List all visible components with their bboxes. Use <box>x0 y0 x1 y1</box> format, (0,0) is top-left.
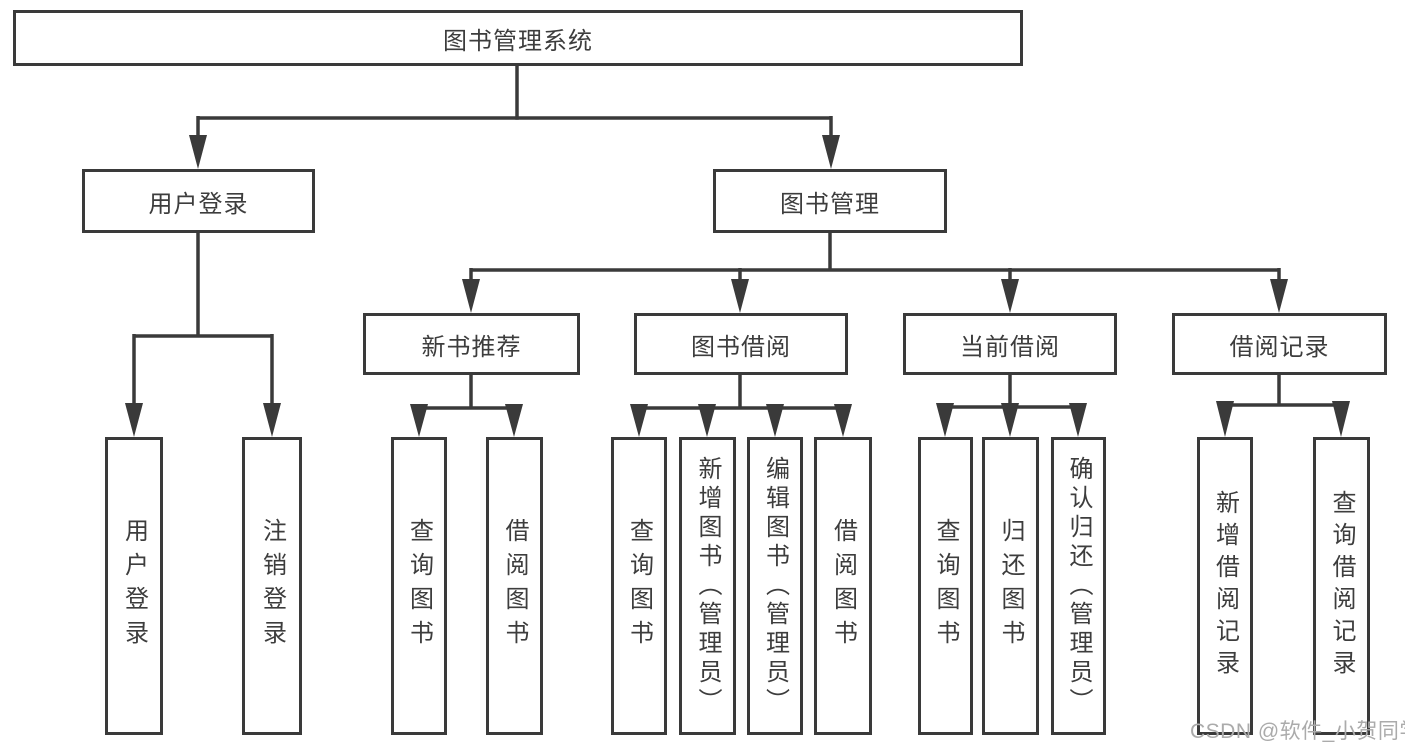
connector-book-mgmt-to-level3 <box>462 233 1288 313</box>
node-root: 图书管理系统 <box>13 10 1023 66</box>
connector-borrow-records-to-leaves <box>1216 375 1350 437</box>
leaf-edit-book-admin: 编辑图书（管理员） <box>747 437 803 735</box>
leaf-logout: 注销登录 <box>242 437 302 735</box>
leaf-query-books-current: 查询图书 <box>918 437 973 735</box>
leaf-query-books-recommend: 查询图书 <box>391 437 447 735</box>
connector-root-to-level2 <box>189 66 840 169</box>
node-borrow-records: 借阅记录 <box>1172 313 1387 375</box>
leaf-confirm-return-admin: 确认归还（管理员） <box>1051 437 1106 735</box>
connector-new-book-to-leaves <box>410 375 523 437</box>
leaf-add-book-admin: 新增图书（管理员） <box>679 437 736 735</box>
node-new-book-recommend: 新书推荐 <box>363 313 580 375</box>
leaf-add-borrow-record: 新增借阅记录 <box>1197 437 1253 735</box>
node-current-borrow: 当前借阅 <box>903 313 1117 375</box>
leaf-query-books-borrow: 查询图书 <box>611 437 667 735</box>
connector-book-borrow-to-leaves <box>630 375 852 437</box>
leaf-borrow-books-recommend: 借阅图书 <box>486 437 543 735</box>
node-user-login: 用户登录 <box>82 169 315 233</box>
node-book-mgmt: 图书管理 <box>713 169 947 233</box>
connector-user-login-to-leaves <box>125 233 281 437</box>
watermark: CSDN @软件_小贺同学 <box>1190 720 1405 743</box>
leaf-return-book: 归还图书 <box>982 437 1039 735</box>
leaf-user-login: 用户登录 <box>105 437 163 735</box>
leaf-query-borrow-record: 查询借阅记录 <box>1313 437 1370 735</box>
leaf-borrow-books-borrow: 借阅图书 <box>814 437 872 735</box>
connector-current-borrow-to-leaves <box>936 375 1087 437</box>
node-book-borrow: 图书借阅 <box>634 313 848 375</box>
